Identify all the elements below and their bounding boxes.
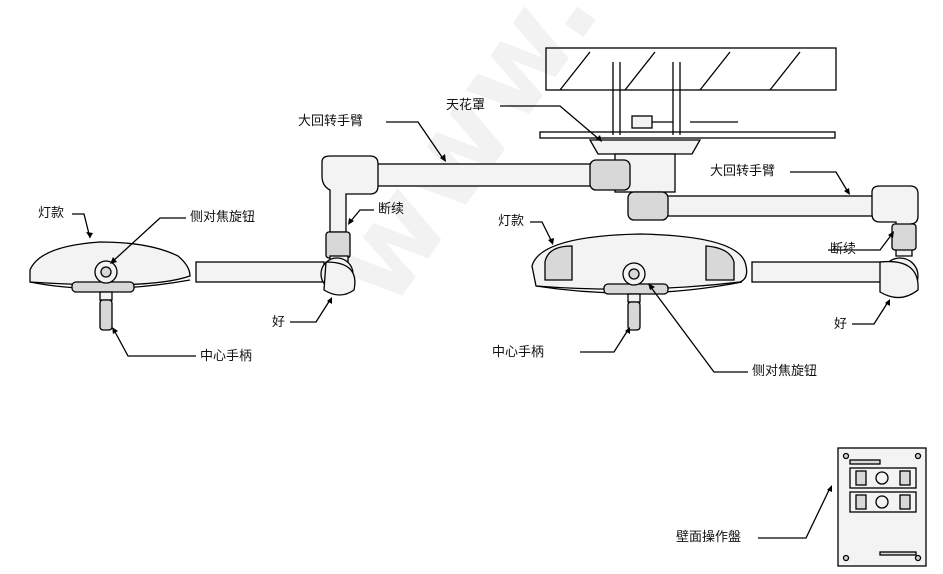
label-good-left: 好	[272, 315, 286, 330]
big-arm-right-part	[627, 185, 919, 257]
label-center-handle-left: 中心手柄	[200, 349, 253, 364]
ceiling-structure	[539, 47, 837, 139]
wall-control-panel-part	[837, 447, 927, 567]
label-center-handle-right: 中心手柄	[492, 345, 545, 360]
label-break-left: 断续	[378, 202, 405, 217]
left-spring-arm	[195, 257, 356, 296]
label-side-focus-left: 侧对焦旋钮	[190, 210, 256, 225]
label-big-arm-left: 大回转手臂	[298, 114, 364, 129]
right-spring-arm	[751, 257, 919, 299]
leader-lines	[72, 105, 894, 539]
label-big-arm-right: 大回转手臂	[710, 164, 776, 179]
label-side-focus-right: 侧对焦旋钮	[752, 364, 818, 379]
left-lamp-head	[29, 241, 191, 331]
label-good-right: 好	[834, 317, 848, 332]
label-break-right: 断续	[830, 242, 857, 257]
label-lamp-left: 灯款	[38, 206, 65, 221]
label-wall-panel: 壁面操作盤	[676, 530, 742, 545]
label-lamp-right: 灯款	[498, 214, 525, 229]
right-lamp-head	[531, 233, 748, 331]
label-ceiling-cover: 天花罩	[446, 98, 486, 113]
